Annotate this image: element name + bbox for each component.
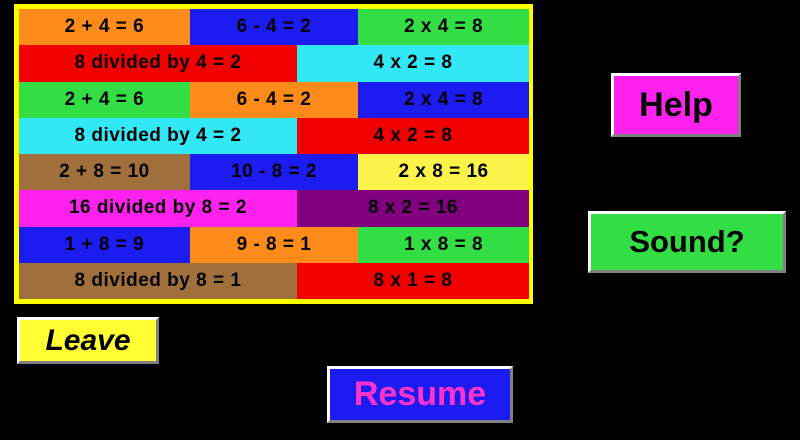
fact-cell[interactable]: 1 x 8 = 8 [358,226,529,263]
fact-cell[interactable]: 8 divided by 8 = 1 [19,262,297,299]
help-button-label: Help [639,85,713,124]
fact-cell[interactable]: 1 + 8 = 9 [19,226,190,263]
sound-button[interactable]: Sound? [588,211,786,273]
fact-cell[interactable]: 2 + 8 = 10 [19,154,190,191]
fact-cell[interactable]: 8 x 2 = 16 [296,190,529,227]
fact-cell[interactable]: 4 x 2 = 8 [296,45,529,82]
fact-cell[interactable]: 8 divided by 4 = 2 [19,45,297,82]
leave-button-label: Leave [45,323,131,357]
resume-button-label: Resume [353,375,487,413]
fact-cell[interactable]: 2 x 4 = 8 [358,9,529,46]
help-button[interactable]: Help [611,73,741,137]
fact-cell[interactable]: 8 x 1 = 8 [296,262,529,299]
fact-cell[interactable]: 9 - 8 = 1 [189,226,359,263]
leave-button[interactable]: Leave [17,317,159,364]
fact-cell[interactable]: 10 - 8 = 2 [189,154,359,191]
fact-cell[interactable]: 16 divided by 8 = 2 [19,190,297,227]
fact-cell[interactable]: 6 - 4 = 2 [189,9,359,46]
fact-cell[interactable]: 6 - 4 = 2 [189,81,359,118]
fact-cell[interactable]: 2 + 4 = 6 [19,81,190,118]
fact-cell[interactable]: 2 x 4 = 8 [358,81,529,118]
sound-button-label: Sound? [629,224,745,259]
fact-cell[interactable]: 8 divided by 4 = 2 [19,117,297,154]
resume-button[interactable]: Resume [327,366,513,423]
fact-cell[interactable]: 2 + 4 = 6 [19,9,190,46]
fact-cell[interactable]: 2 x 8 = 16 [358,154,529,191]
fact-cell[interactable]: 4 x 2 = 8 [296,117,529,154]
